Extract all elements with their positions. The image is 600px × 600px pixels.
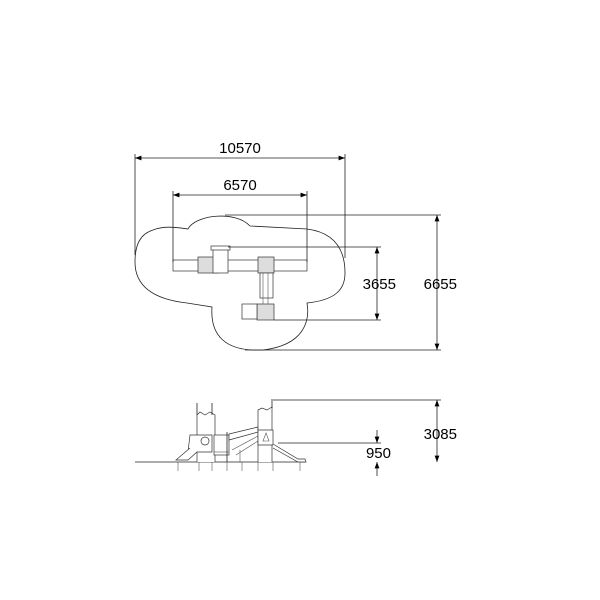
dimension-label-950: 950	[366, 445, 391, 462]
safety-zone-outline	[134, 215, 346, 351]
dimension-label-6655: 6655	[424, 276, 457, 293]
dimension-overall-depth: 6655	[225, 214, 457, 351]
play-structure-plan	[172, 245, 308, 321]
dimension-total-height: 3085	[273, 399, 457, 462]
dimension-label-6570: 6570	[223, 177, 256, 194]
dimension-label-3655: 3655	[363, 276, 396, 293]
dimension-label-10570: 10570	[219, 140, 261, 157]
dimension-label-3085: 3085	[424, 426, 457, 443]
dimension-overall-width: 10570	[134, 140, 346, 258]
elevation-view: 3085 950	[135, 399, 457, 476]
dimension-platform-height: 950	[278, 430, 391, 476]
play-structure-elevation	[175, 399, 307, 471]
plan-view: 10570 6570 3655 6655	[134, 140, 457, 351]
dimension-structure-width: 6570	[172, 177, 308, 262]
dimension-structure-depth: 3655	[228, 246, 396, 321]
